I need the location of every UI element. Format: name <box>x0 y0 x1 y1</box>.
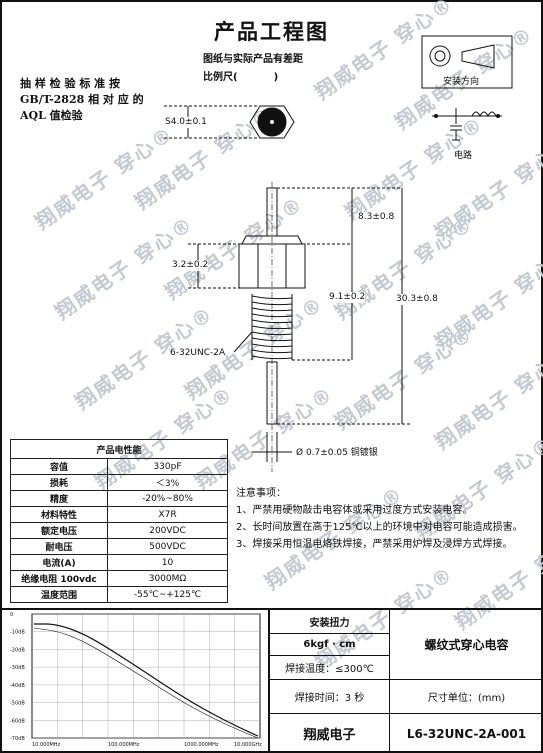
property-value: -20%~80% <box>107 490 228 507</box>
property-key: 精度 <box>10 490 108 507</box>
hex-top-view <box>249 105 295 139</box>
property-key: 损耗 <box>10 474 108 491</box>
solder-temp: 焊接温度：≤300℃ <box>270 656 390 680</box>
y-tick-label: -60dB <box>10 718 25 724</box>
dim-hex: S4.0±0.1 <box>165 117 207 128</box>
property-row: 损耗＜3% <box>10 474 228 491</box>
note-item: 3、焊接采用恒温电烙铁焊接，严禁采用炉焊及浸焊方式焊接。 <box>236 539 513 550</box>
note-item: 1、严禁用硬物敲击电容体或采用过度方式安装电容。 <box>236 505 473 516</box>
y-tick-label: -10dB <box>10 630 25 636</box>
thread-section <box>251 294 293 360</box>
hex-body <box>238 243 306 289</box>
circuit-icon <box>432 108 502 141</box>
circuit-label: 电路 <box>454 151 473 161</box>
x-tick-label: 10.000GHz <box>234 742 262 748</box>
capacitor-drawing <box>164 105 412 472</box>
attenuation-curve-2 <box>33 627 259 739</box>
standard-line-1: 抽 样 检 验 标 准 按 <box>20 77 120 90</box>
drawing-note: 图纸与实际产品有差距 <box>203 54 303 65</box>
y-tick-label: -50dB <box>10 701 25 707</box>
property-value: 3000MΩ <box>107 570 228 587</box>
inspection-standard: 抽 样 检 验 标 准 按 GB/T-2828 相 对 应 的 AQL 值检验 <box>20 76 160 124</box>
page-title: 产品工程图 <box>214 20 329 44</box>
title-block: 安装扭力 6kgf · cm 焊接温度：≤300℃ 螺纹式穿心电容 焊接时间：3… <box>268 610 543 753</box>
y-tick-label: 0 <box>10 612 13 618</box>
y-tick-label: -70dB <box>10 736 25 742</box>
thread-line <box>251 295 293 300</box>
company-name: 翔威电子 <box>270 714 390 753</box>
notes-section: 注意事项： 1、严禁用硬物敲击电容体或采用过度方式安装电容。 2、长时间放置在高… <box>236 485 526 553</box>
standard-line-3: AQL 值检验 <box>20 109 83 122</box>
property-value: 200VDC <box>107 522 228 539</box>
side-icons <box>421 35 513 141</box>
x-tick-label: 10.000MHz <box>32 742 61 748</box>
mount-icon-frame <box>421 35 513 89</box>
dim-top-lead: 8.3±0.8 <box>358 212 395 223</box>
property-row: 温度范围-55℃~+125℃ <box>10 586 228 603</box>
property-key: 耐电压 <box>10 538 108 555</box>
dim-lead-diameter: Ø 0.7±0.05 铜镀银 <box>296 448 378 459</box>
property-key: 绝缘电阻 100vdc <box>10 570 108 587</box>
y-tick-label: -20dB <box>10 647 25 653</box>
note-item: 2、长时间放置在高于125℃以上的环境中对电容可能造成损害。 <box>236 522 523 533</box>
property-key: 电流(A) <box>10 554 108 571</box>
property-value: ＜3% <box>107 474 228 491</box>
mount-direction-icon <box>429 44 495 69</box>
thread-line <box>251 343 293 348</box>
dim-overall: 30.3±0.8 <box>396 294 438 305</box>
property-value: 500VDC <box>107 538 228 555</box>
property-row: 电流(A)10 <box>10 554 228 571</box>
scale-label: 比例尺() <box>203 72 279 83</box>
property-row: 精度-20%~80% <box>10 490 228 507</box>
dim-hex-height: 3.2±0.2 <box>172 260 209 271</box>
property-value: X7R <box>107 506 228 523</box>
x-tick-label: 1000.000MHz <box>184 742 219 748</box>
part-number: L6-32UNC-2A-001 <box>406 726 527 741</box>
y-tick-label: -40dB <box>10 683 25 689</box>
property-key: 额定电压 <box>10 522 108 539</box>
property-value: 10 <box>107 554 228 571</box>
solder-time: 焊接时间：3 秒 <box>270 680 390 714</box>
notes-heading: 注意事项： <box>236 488 286 499</box>
dim-thread-length: 9.1±0.2 <box>329 292 366 303</box>
product-name: 螺纹式穿心电容 <box>390 610 543 680</box>
properties-header: 产品电性能 <box>10 439 228 459</box>
property-value: -55℃~+125℃ <box>107 586 228 603</box>
property-key: 容值 <box>10 458 108 475</box>
x-tick-label: 100.000MHz <box>108 742 140 748</box>
y-tick-label: -30dB <box>10 665 25 671</box>
bottom-section: 0 -10dB -20dB -30dB -40dB -50dB -60dB -70dB 10.… <box>2 608 543 753</box>
attenuation-graph: 0 -10dB -20dB -30dB -40dB -50dB -60dB -70dB 10.… <box>10 612 262 748</box>
property-value: 330pF <box>107 458 228 475</box>
mount-direction-label: 安装方向 <box>443 77 480 87</box>
unit-label: 尺寸单位：(mm) <box>390 680 543 714</box>
thread-line <box>251 331 293 336</box>
torque-value: 6kgf · cm <box>270 634 390 656</box>
torque-label: 安装扭力 <box>270 610 390 634</box>
attenuation-curve <box>34 623 259 737</box>
dim-thread-spec: 6-32UNC-2A <box>170 348 226 359</box>
standard-line-2: GB/T-2828 相 对 应 的 <box>20 93 144 106</box>
thread-line <box>251 307 293 312</box>
property-key: 材料特性 <box>10 506 108 523</box>
property-key: 温度范围 <box>10 586 108 603</box>
